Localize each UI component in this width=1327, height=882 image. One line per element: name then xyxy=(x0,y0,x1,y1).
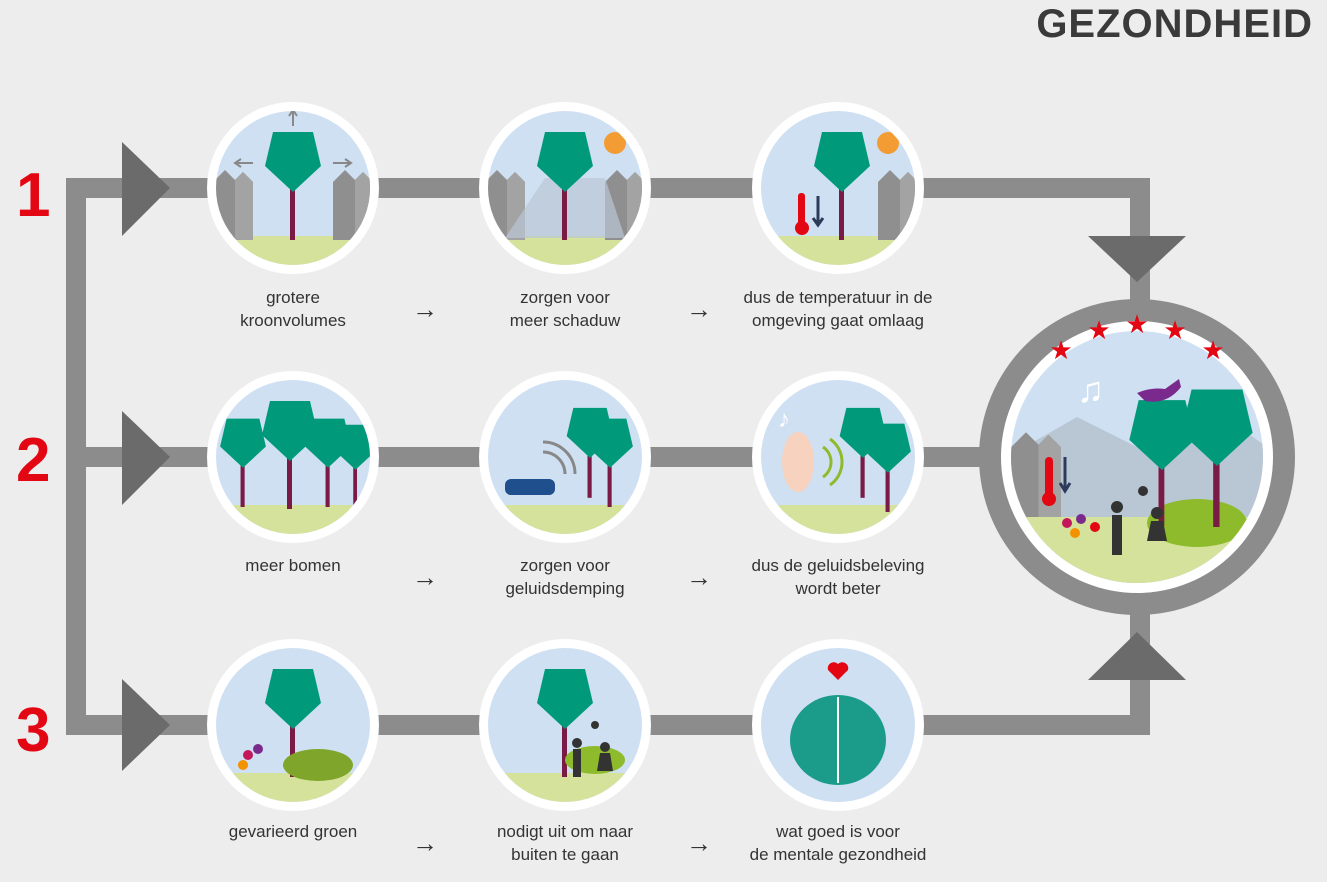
thermometer-icon xyxy=(1045,457,1053,497)
flow-arrow-row-1 xyxy=(122,142,170,236)
svg-text:★: ★ xyxy=(1125,309,1148,339)
outdoor-invitation-scene xyxy=(479,639,651,811)
step-caption: meer bomen xyxy=(245,556,341,575)
crown-growth-scene xyxy=(207,102,379,274)
down-arrow-icon xyxy=(1058,457,1072,494)
flow-arrow-down xyxy=(1088,236,1186,282)
bird-icon xyxy=(1137,379,1181,402)
step-arrow-icon: → xyxy=(412,294,438,324)
svg-text:♪: ♪ xyxy=(778,406,790,433)
row-number-3: 3 xyxy=(16,696,51,765)
svg-text:★: ★ xyxy=(1201,335,1224,365)
people-icon xyxy=(1111,486,1167,555)
more-trees-scene xyxy=(207,371,379,543)
step-arrow-icon: → xyxy=(412,828,438,858)
cooling-scene xyxy=(752,102,924,274)
flow-arrow-row-3 xyxy=(122,679,170,771)
svg-text:★: ★ xyxy=(1049,335,1072,365)
mental-health-brain-scene xyxy=(752,639,924,811)
row-number-1: 1 xyxy=(16,161,51,230)
step-arrow-icon: → xyxy=(686,294,712,324)
music-note-icon: ♫ xyxy=(1077,369,1104,410)
step-arrow-icon: → xyxy=(686,562,712,592)
noise-damping-scene xyxy=(479,371,651,543)
shade-scene xyxy=(479,102,651,274)
step-arrow-icon: → xyxy=(412,562,438,592)
flowers-icon xyxy=(1062,514,1100,538)
sound-perception-scene: ♪ xyxy=(752,371,924,543)
step-arrow-icon: → xyxy=(686,828,712,858)
flow-arrow-row-2 xyxy=(122,411,170,505)
step-caption: gevarieerd groen xyxy=(228,822,358,841)
svg-text:★: ★ xyxy=(1163,315,1186,345)
stars-icon: ★ ★ ★ ★ ★ xyxy=(1049,309,1224,365)
page-title: GEZONDHEID xyxy=(1036,2,1313,46)
flow-arrow-up xyxy=(1088,632,1186,680)
result-circle: ♫ ★ ★ ★ ★ ★ xyxy=(979,299,1295,615)
row-number-2: 2 xyxy=(16,426,51,495)
varied-green-scene xyxy=(207,639,379,811)
svg-text:★: ★ xyxy=(1087,315,1110,345)
